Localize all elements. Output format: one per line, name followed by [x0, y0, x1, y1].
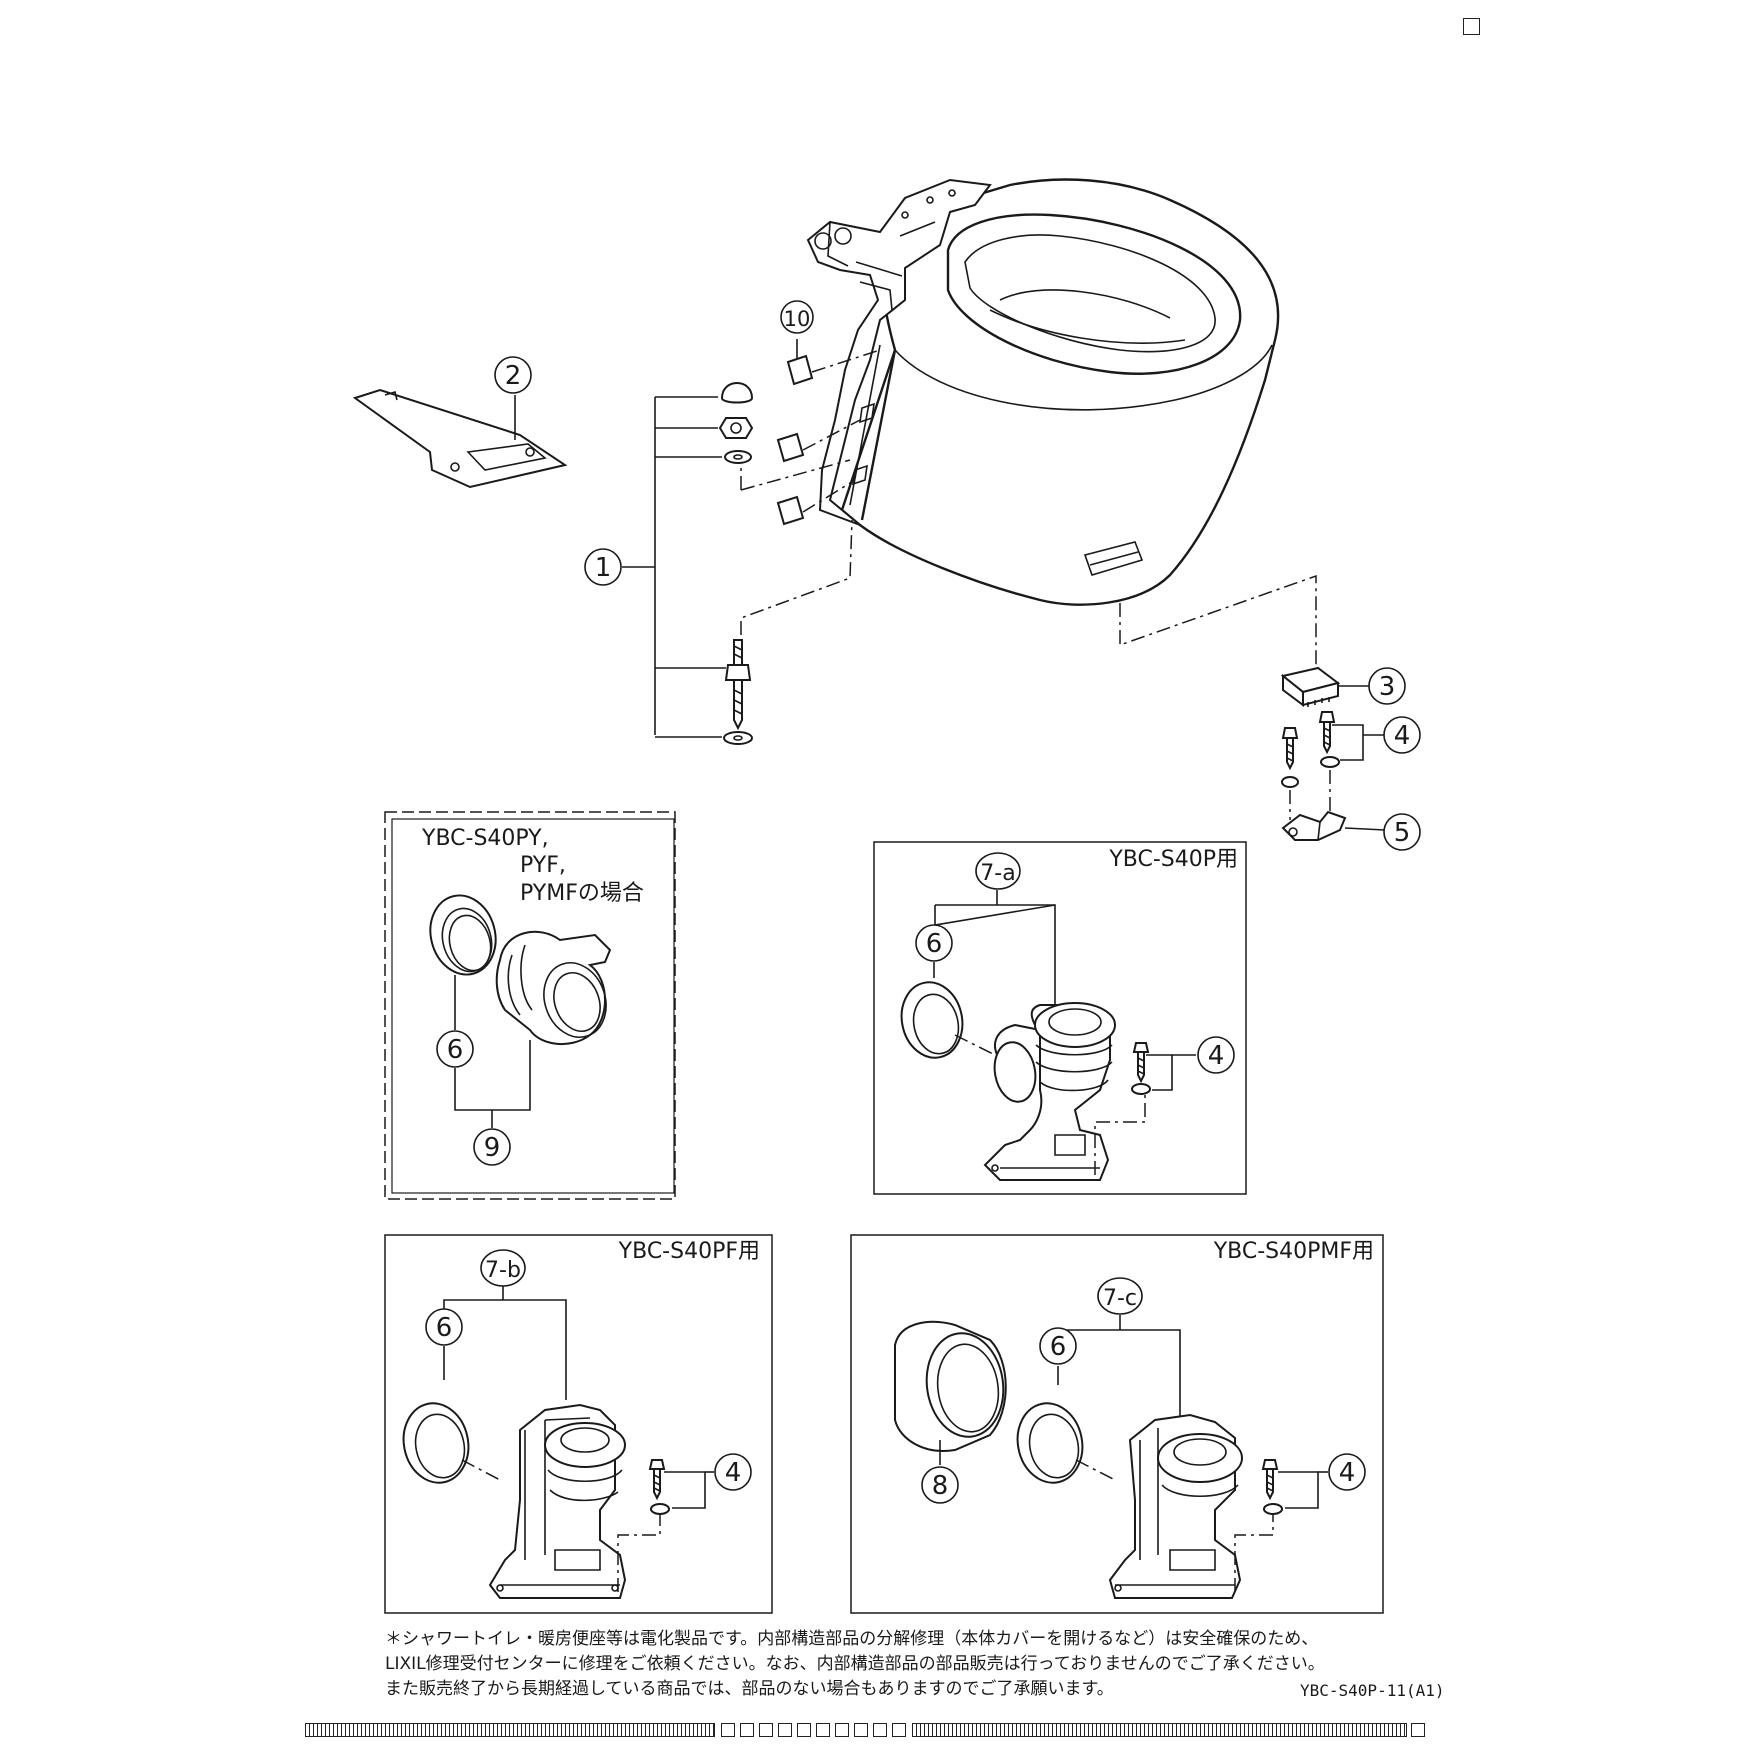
svg-text:9: 9 [484, 1133, 501, 1163]
bottom-strip [305, 1723, 1425, 1739]
svg-text:4: 4 [1394, 721, 1411, 751]
footnote-line-2: LIXIL修理受付センターに修理をご依頼ください。なお、内部構造部品の部品販売は… [385, 1654, 1325, 1674]
template-sheet-part-2 [352, 388, 568, 489]
corner-checkbox [1463, 18, 1480, 35]
bottom-squares [721, 1723, 906, 1739]
footnote-line-1: ＊シャワートイレ・暖房便座等は電化製品です。内部構造部品の分解修理（本体カバーを… [385, 1629, 1319, 1649]
svg-text:6: 6 [926, 929, 943, 959]
pmf-title: YBC-S40PMF用 [1213, 1239, 1374, 1264]
box-p-variant: YBC-S40P用 7-a 6 4 [873, 841, 1247, 1195]
svg-text:6: 6 [447, 1035, 464, 1065]
callout-4-top: 4 [1383, 716, 1421, 754]
py-title-line1: YBC-S40PY, [421, 826, 549, 851]
document-id: YBC-S40P-11(A1) [1300, 1681, 1445, 1700]
svg-text:6: 6 [1050, 1332, 1067, 1362]
svg-text:4: 4 [1339, 1458, 1356, 1488]
svg-text:3: 3 [1379, 672, 1396, 702]
box-py-variant: YBC-S40PY, PYF, PYMFの場合 6 9 [384, 811, 676, 1200]
p-title: YBC-S40P用 [1108, 847, 1238, 872]
py-title-line3: PYMFの場合 [520, 881, 644, 906]
callout-10: 10 [780, 300, 814, 334]
footnote-line-3: また販売終了から長期経過している商品では、部品のない場合もありますのでご了承願い… [385, 1679, 1114, 1699]
py-title-line2: PYF, [520, 853, 566, 878]
svg-text:7-a: 7-a [980, 861, 1015, 886]
svg-text:1: 1 [595, 553, 612, 583]
bolt-set-part-1 [622, 382, 853, 745]
svg-text:5: 5 [1394, 818, 1411, 848]
callout-1: 1 [584, 548, 622, 586]
floor-fixing-parts-3-4-5 [1119, 574, 1386, 841]
svg-text:8: 8 [932, 1471, 949, 1501]
callout-3: 3 [1368, 667, 1406, 705]
callout-5: 5 [1383, 813, 1421, 851]
bottom-bar-right [912, 1723, 1407, 1737]
svg-text:10: 10 [784, 307, 811, 331]
bottom-bar-left [305, 1723, 715, 1737]
pf-title: YBC-S40PF用 [618, 1239, 760, 1264]
svg-text:4: 4 [725, 1458, 742, 1488]
svg-text:7-c: 7-c [1103, 1286, 1137, 1311]
svg-text:7-b: 7-b [485, 1258, 521, 1283]
toilet-bowl-illustration [806, 178, 1280, 606]
box-pmf-variant: YBC-S40PMF用 8 7-c 6 [850, 1234, 1384, 1614]
svg-text:2: 2 [505, 361, 522, 391]
callout-2: 2 [494, 356, 532, 394]
svg-text:4: 4 [1208, 1041, 1225, 1071]
pad-part-10-group [776, 339, 881, 526]
svg-text:6: 6 [436, 1313, 453, 1343]
box-pf-variant: YBC-S40PF用 7-b 6 4 [384, 1234, 773, 1614]
